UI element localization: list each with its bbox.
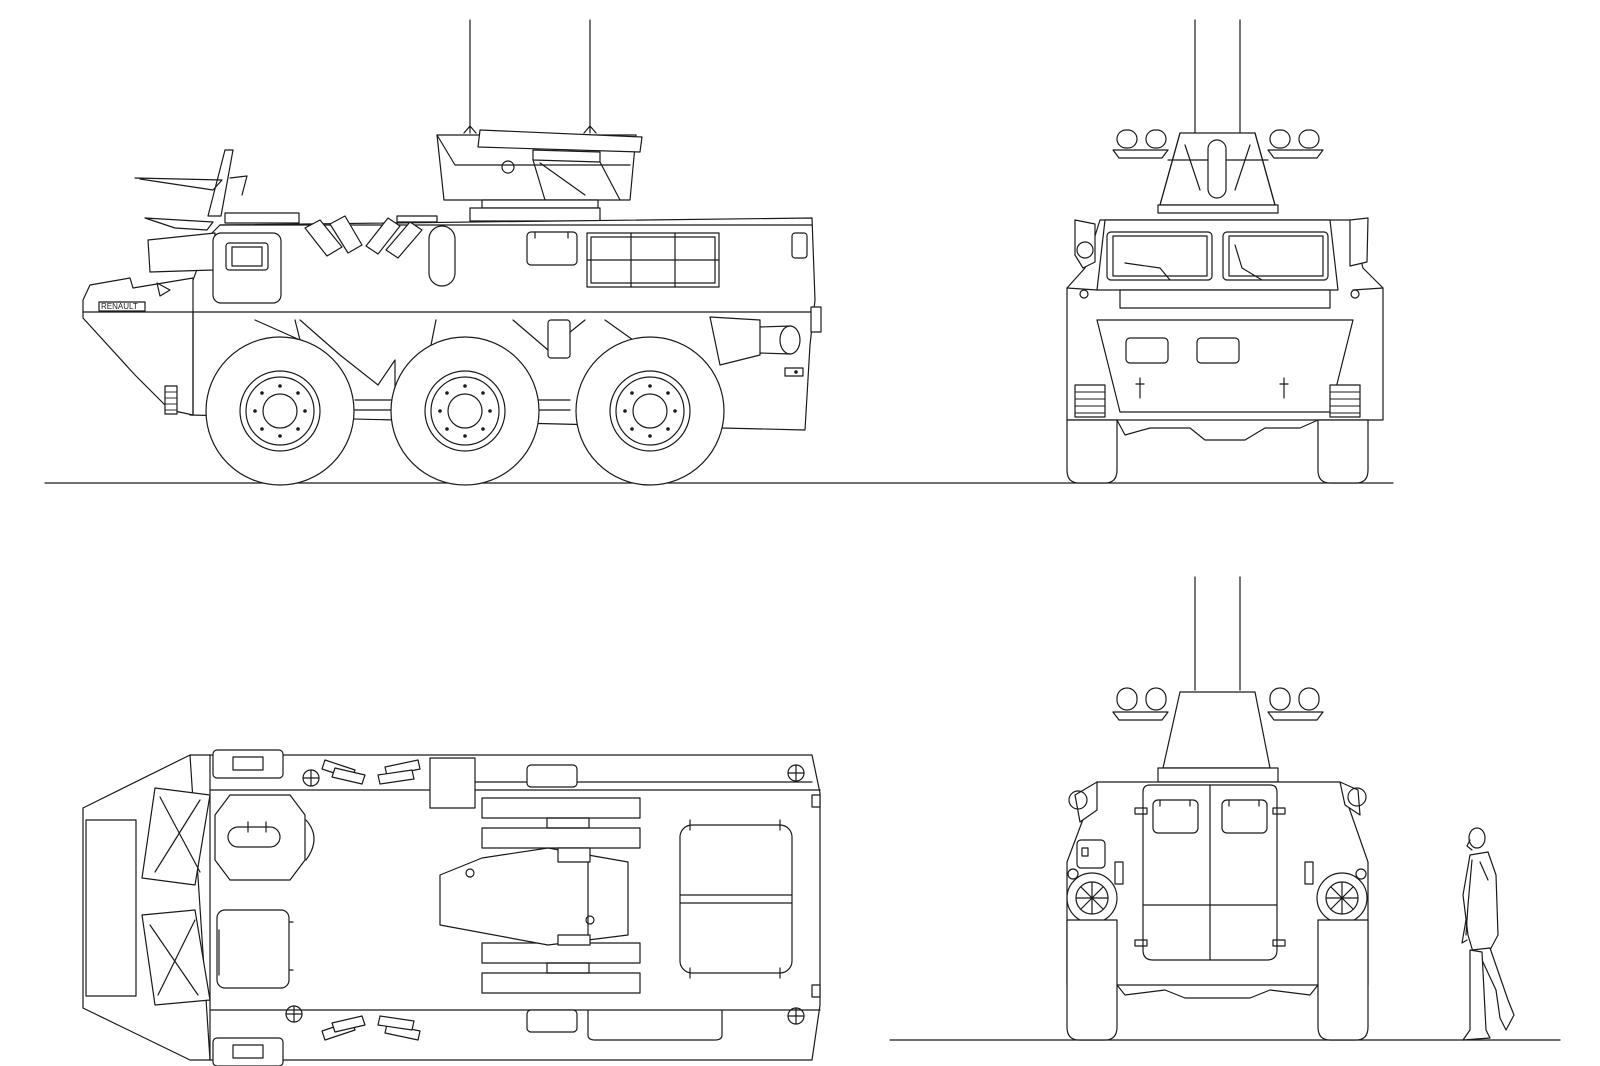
side-stowage-rack bbox=[586, 232, 720, 288]
rear-wheel-right bbox=[1317, 919, 1369, 1041]
front-wheel-left bbox=[1066, 419, 1118, 484]
side-brand-plate bbox=[98, 301, 146, 312]
top-mast-base bbox=[429, 757, 476, 809]
side-front-grille bbox=[164, 385, 178, 415]
front-lamp-bar bbox=[1112, 129, 1324, 159]
side-wheel-front bbox=[205, 336, 355, 486]
top-bolts bbox=[285, 764, 805, 1025]
top-view bbox=[82, 749, 821, 1066]
top-turret bbox=[439, 797, 641, 994]
top-smoke-dischargers bbox=[321, 759, 421, 1041]
front-grille-left bbox=[1074, 384, 1106, 418]
front-grille-right bbox=[1329, 384, 1361, 418]
side-wheel-rear bbox=[575, 336, 725, 486]
rear-wheel-left bbox=[1066, 919, 1118, 1041]
front-view bbox=[1066, 19, 1384, 484]
side-view: RENAULT bbox=[44, 19, 1394, 486]
rear-doors bbox=[1134, 784, 1286, 961]
side-mast-pair bbox=[463, 19, 597, 134]
human-figure bbox=[1461, 827, 1515, 1041]
rear-view bbox=[889, 576, 1561, 1041]
side-turret bbox=[436, 129, 643, 222]
top-stowage-rack bbox=[679, 819, 793, 979]
side-smoke-dischargers bbox=[304, 215, 438, 259]
side-brand-text: RENAULT bbox=[101, 302, 138, 311]
front-wheel-right bbox=[1317, 419, 1369, 484]
top-front-hatches bbox=[141, 787, 211, 1006]
side-wheel-middle bbox=[390, 336, 540, 486]
rear-lamp-bar bbox=[1112, 687, 1324, 721]
